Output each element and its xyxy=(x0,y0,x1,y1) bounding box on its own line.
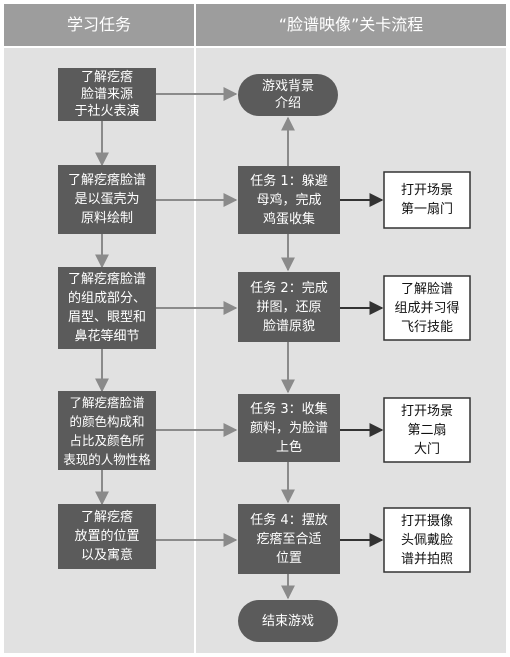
outcome-box-2 xyxy=(383,275,471,341)
learning-box-1 xyxy=(58,68,156,121)
task-box-4 xyxy=(238,504,340,574)
task-box-2 xyxy=(238,272,340,342)
learning-box-2 xyxy=(58,165,156,234)
learning-task-1: 了解疙瘩 脸谱来源 于社火表演 xyxy=(74,70,140,119)
outcome-box-3 xyxy=(383,397,471,463)
learning-box-3 xyxy=(58,267,156,349)
outcome-box-4 xyxy=(383,507,471,573)
outcome-4-label: 打开摄像 头佩戴脸 谱并拍照 xyxy=(400,513,453,567)
learning-task-4: 了解疙瘩脸谱 的颜色构成和 占比及颜色所 表现的人物性格 xyxy=(63,394,151,467)
task-1-label: 任务 1：躲避 母鸡，完成 鸡蛋收集 xyxy=(250,173,328,227)
task-3-label: 任务 3：收集 颜料，为脸谱 上色 xyxy=(249,401,328,455)
task-box-3 xyxy=(238,394,340,462)
flow-header-bg xyxy=(196,4,506,46)
learning-task-3: 了解疙瘩脸谱 的组成部分、 眉型、眼型和 鼻花等细节 xyxy=(67,272,146,344)
outcome-2-label: 了解脸谱 组成并习得 飞行技能 xyxy=(394,281,460,335)
learning-box-4 xyxy=(58,391,156,470)
task-2-label: 任务 2：完成 拼图，还原 脸谱原貌 xyxy=(250,280,328,334)
learning-tasks-header: 学习任务 xyxy=(66,15,131,34)
outcome-3-label: 打开场景 第二扇 大门 xyxy=(400,403,453,457)
learning-header-bg xyxy=(4,4,194,46)
task-4-label: 任务 4：摆放 疙瘩至合适 位置 xyxy=(250,512,328,566)
flow-header: “脸谱映像”关卡流程 xyxy=(278,15,424,34)
flow-start-pill xyxy=(238,74,338,116)
outcome-1-label: 打开场景 第一扇门 xyxy=(400,183,453,217)
learning-task-2: 了解疙瘩脸谱 是以蛋壳为 原料绘制 xyxy=(67,173,146,226)
flow-end-label: 结束游戏 xyxy=(261,613,314,629)
flow-end-pill xyxy=(238,600,338,642)
flow-start-label: 游戏背景 介绍 xyxy=(261,79,314,111)
learning-box-5 xyxy=(58,504,156,569)
task-box-1 xyxy=(238,166,340,234)
outcome-box-1 xyxy=(383,171,471,229)
learning-task-5: 了解疙瘩 放置的位置 以及寓意 xyxy=(74,510,140,563)
